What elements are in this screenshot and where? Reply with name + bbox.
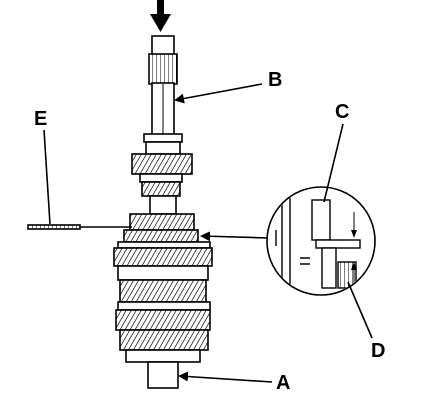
- detail-view-circle: [266, 186, 376, 296]
- callout-label-d: D: [371, 340, 386, 362]
- leader-line-b: [174, 83, 263, 104]
- press-direction-arrow: [150, 0, 171, 32]
- callout-label-c: C: [335, 101, 350, 123]
- gear-stack: [113, 213, 213, 363]
- callout-label-b: B: [268, 69, 283, 91]
- leader-line-c: [323, 123, 344, 203]
- leader-line-e: [43, 129, 51, 225]
- leader-line-a: [178, 371, 273, 383]
- callout-label-e: E: [34, 108, 48, 130]
- upper-gear: [131, 153, 193, 215]
- shaft-upper-end: [148, 35, 178, 136]
- leader-line-d: [347, 281, 373, 339]
- shaft-collar: [143, 133, 183, 155]
- callout-label-a: A: [276, 372, 291, 394]
- shaft-lower-end: [147, 361, 179, 389]
- detail-pointer-arrow: [200, 231, 269, 242]
- part-e-rod: [27, 224, 132, 230]
